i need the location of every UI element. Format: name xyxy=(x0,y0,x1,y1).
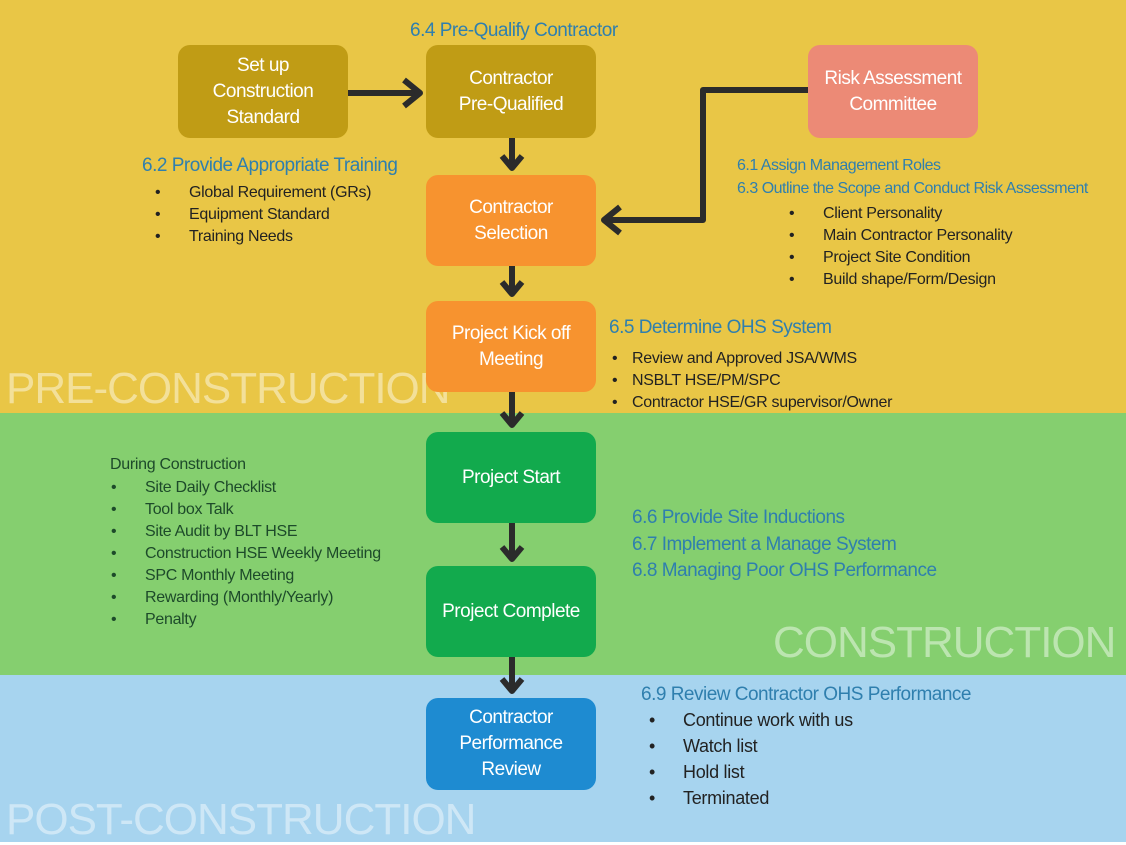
note-6-3: 6.3 Outline the Scope and Conduct Risk A… xyxy=(737,180,1088,197)
list-item: NSBLT HSE/PM/SPC xyxy=(612,370,892,392)
list-item: Training Needs xyxy=(155,226,371,248)
box-contractor-prequalified: Contractor Pre-Qualified xyxy=(426,45,596,138)
note-6-2: 6.2 Provide Appropriate Training xyxy=(142,155,398,176)
note-6-8: 6.8 Managing Poor OHS Performance xyxy=(632,560,937,581)
risk-list: Client Personality Main Contractor Perso… xyxy=(789,203,1013,291)
phase-label-pre: PRE-CONSTRUCTION xyxy=(6,364,451,413)
list-item: SPC Monthly Meeting xyxy=(111,565,381,587)
list-item: Site Daily Checklist xyxy=(111,477,381,499)
list-item: Contractor HSE/GR supervisor/Owner xyxy=(612,392,892,414)
list-item: Site Audit by BLT HSE xyxy=(111,521,381,543)
list-item: Build shape/Form/Design xyxy=(789,269,1012,291)
note-6-9: 6.9 Review Contractor OHS Performance xyxy=(641,684,971,705)
box-risk-assessment-committee: Risk Assessment Committee xyxy=(808,45,978,138)
list-item: Review and Approved JSA/WMS xyxy=(612,348,892,370)
phase-label-con: CONSTRUCTION xyxy=(773,618,1116,667)
ohs-system-list: Review and Approved JSA/WMS NSBLT HSE/PM… xyxy=(612,348,892,414)
training-list: Global Requirement (GRs) Equipment Stand… xyxy=(155,182,372,248)
phase-label-post: POST-CONSTRUCTION xyxy=(6,795,476,844)
arrow-risk-to-selection xyxy=(606,87,808,223)
note-6-6: 6.6 Provide Site Inductions xyxy=(632,507,845,528)
list-item: Global Requirement (GRs) xyxy=(155,182,372,204)
review-outcome-list: Continue work with us Watch list Hold li… xyxy=(649,707,853,811)
box-contractor-selection: Contractor Selection xyxy=(426,175,596,266)
note-6-1: 6.1 Assign Management Roles xyxy=(737,157,941,174)
list-item: Continue work with us xyxy=(649,707,853,733)
box-setup-construction-standard: Set up Construction Standard xyxy=(178,45,348,138)
note-6-7: 6.7 Implement a Manage System xyxy=(632,534,897,555)
list-item: Rewarding (Monthly/Yearly) xyxy=(111,587,381,609)
note-6-5: 6.5 Determine OHS System xyxy=(609,317,832,338)
list-item: Construction HSE Weekly Meeting xyxy=(111,543,381,565)
list-item: Terminated xyxy=(649,785,853,811)
list-item: Client Personality xyxy=(789,203,1012,225)
list-item: Penalty xyxy=(111,609,381,631)
list-item: Hold list xyxy=(649,759,853,785)
during-construction-heading: During Construction xyxy=(110,456,246,473)
box-project-kickoff: Project Kick off Meeting xyxy=(426,301,596,392)
list-item: Equipment Standard xyxy=(155,204,371,226)
box-project-start: Project Start xyxy=(426,432,596,523)
list-item: Main Contractor Personality xyxy=(789,225,1013,247)
box-contractor-performance-review: Contractor Performance Review xyxy=(426,698,596,790)
list-item: Project Site Condition xyxy=(789,247,1012,269)
list-item: Watch list xyxy=(649,733,853,759)
box-project-complete: Project Complete xyxy=(426,566,596,657)
during-construction-list: Site Daily Checklist Tool box Talk Site … xyxy=(111,477,381,631)
note-6-4: 6.4 Pre-Qualify Contractor xyxy=(410,20,618,41)
list-item: Tool box Talk xyxy=(111,499,381,521)
